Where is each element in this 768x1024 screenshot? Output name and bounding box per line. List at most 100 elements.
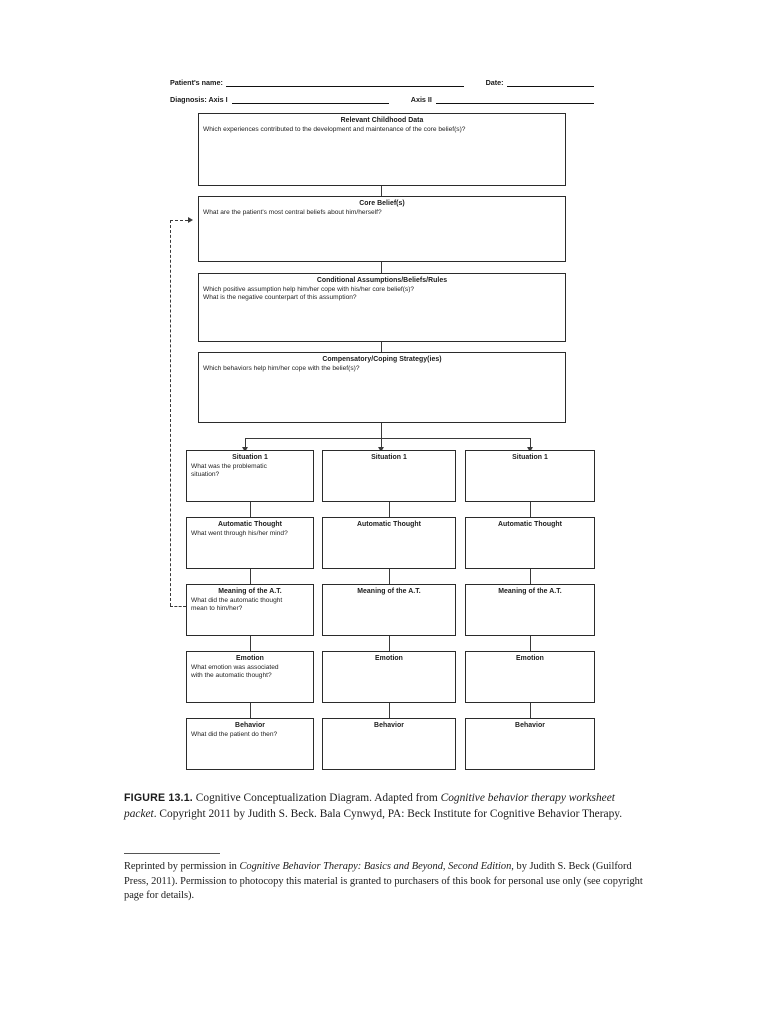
connector-automatic-thought-col1 (250, 569, 252, 584)
caption-text-1: Cognitive Conceptualization Diagram. Ada… (192, 792, 441, 804)
box-meaning-col1[interactable]: Meaning of the A.T.What did the automati… (186, 584, 314, 636)
box-emotion-col2[interactable]: Emotion (322, 651, 456, 703)
box-behavior-col2[interactable]: Behavior (322, 718, 456, 770)
box-title: Core Belief(s) (359, 200, 405, 207)
connector-meaning-col3 (530, 636, 532, 651)
box-prompt-line: What emotion was associated (191, 663, 279, 671)
arrow-down-col1-icon (242, 447, 248, 452)
patient-name-row: Patient's name: Date: (170, 77, 594, 87)
box-prompt-line: What was the problematic (191, 462, 267, 470)
footnote-text-2: , by Judith S. Beck (Guilford Press, 201… (124, 861, 643, 902)
connector-automatic-thought-col3 (530, 569, 532, 584)
connector-corebelief-to-assumptions (381, 262, 383, 273)
box-title: Situation 1 (371, 454, 407, 461)
connector-situation-col1 (250, 502, 252, 517)
box-situation-col2[interactable]: Situation 1 (322, 450, 456, 502)
footnote-divider (124, 853, 220, 855)
box-prompt: Which behaviors help him/her cope with t… (203, 364, 360, 372)
date-label: Date: (485, 78, 504, 87)
box-title: Conditional Assumptions/Beliefs/Rules (316, 277, 448, 284)
box-title: Behavior (374, 722, 404, 729)
patient-name-field[interactable] (225, 77, 464, 87)
box-title: Behavior (515, 722, 545, 729)
figure-caption: FIGURE 13.1. Cognitive Conceptualization… (124, 791, 646, 822)
connector-meaning-col1 (250, 636, 252, 651)
box-prompt-line: mean to him/her? (191, 604, 243, 612)
box-prompt-line: What did the patient do then? (191, 730, 278, 738)
box-compensatory-coping-strategies[interactable]: Compensatory/Coping Strategy(ies) Which … (198, 352, 566, 423)
feedback-loop-vertical (170, 220, 171, 606)
feedback-loop-bottom-segment (170, 606, 186, 607)
arrow-down-col3-icon (527, 447, 533, 452)
box-automatic-thought-col3[interactable]: Automatic Thought (465, 517, 595, 569)
box-title: Meaning of the A.T. (498, 588, 562, 595)
box-title: Emotion (375, 655, 403, 662)
box-title: Automatic Thought (497, 521, 562, 528)
feedback-loop-top-segment (170, 220, 188, 221)
box-prompt-line: What went through his/her mind? (191, 529, 288, 537)
box-automatic-thought-col2[interactable]: Automatic Thought (322, 517, 456, 569)
caption-text-2: . Copyright 2011 by Judith S. Beck. Bala… (153, 807, 623, 820)
box-behavior-col3[interactable]: Behavior (465, 718, 595, 770)
box-title: Relevant Childhood Data (340, 117, 424, 124)
date-field[interactable] (506, 77, 594, 87)
box-title: Automatic Thought (356, 521, 421, 528)
axis1-field[interactable] (231, 94, 389, 104)
diagnosis-axis1-label: Diagnosis: Axis I (170, 95, 228, 104)
footnote-text: Reprinted by permission in Cognitive Beh… (124, 860, 646, 904)
diagnosis-row: Diagnosis: Axis I Axis II (170, 94, 594, 104)
figure-number-label: FIGURE 13.1. (124, 792, 193, 804)
box-title: Emotion (236, 655, 264, 662)
connector-childhood-to-corebelief (381, 186, 383, 196)
connector-coping-trunk (381, 423, 383, 439)
footnote-italic-title: Cognitive Behavior Therapy: Basics and B… (239, 861, 512, 872)
box-title: Behavior (235, 722, 265, 729)
connector-emotion-col1 (250, 703, 252, 718)
box-prompt-line: What did the automatic thought (191, 596, 283, 604)
box-title: Situation 1 (232, 454, 268, 461)
feedback-arrow-to-core-belief-icon (188, 217, 193, 223)
box-prompt: Which experiences contributed to the dev… (203, 125, 466, 133)
connector-emotion-col3 (530, 703, 532, 718)
box-title: Automatic Thought (217, 521, 282, 528)
footnote-text-1: Reprinted by permission in (124, 861, 240, 872)
connector-meaning-col2 (389, 636, 391, 651)
box-title: Meaning of the A.T. (357, 588, 421, 595)
box-title: Meaning of the A.T. (218, 588, 282, 595)
box-prompt-line: situation? (191, 470, 220, 478)
box-emotion-col3[interactable]: Emotion (465, 651, 595, 703)
connector-branch-col1 (245, 438, 247, 448)
connector-assumptions-to-coping (381, 342, 383, 352)
connector-situation-col2 (389, 502, 391, 517)
connector-branch-col2 (381, 438, 383, 448)
box-conditional-assumptions[interactable]: Conditional Assumptions/Beliefs/Rules Wh… (198, 273, 566, 342)
arrow-down-col2-icon (378, 447, 384, 452)
connector-automatic-thought-col2 (389, 569, 391, 584)
connector-situation-col3 (530, 502, 532, 517)
box-core-beliefs[interactable]: Core Belief(s) What are the patient's mo… (198, 196, 566, 262)
patient-name-label: Patient's name: (170, 78, 223, 87)
box-relevant-childhood-data[interactable]: Relevant Childhood Data Which experience… (198, 113, 566, 186)
box-situation-col3[interactable]: Situation 1 (465, 450, 595, 502)
box-prompt: What did the patient do then? (187, 731, 313, 739)
axis2-label: Axis II (410, 95, 432, 104)
box-prompt-line: with the automatic thought? (191, 671, 272, 679)
connector-branch-bar (245, 438, 530, 440)
box-title: Situation 1 (512, 454, 548, 461)
caption-italic-title: Cognitive behavior therapy worksheet pac… (124, 792, 615, 820)
box-title: Emotion (516, 655, 544, 662)
box-meaning-col2[interactable]: Meaning of the A.T. (322, 584, 456, 636)
box-prompt: What are the patient's most central beli… (203, 208, 382, 216)
box-prompt: Which positive assumption help him/her c… (203, 285, 415, 301)
connector-branch-col3 (530, 438, 532, 448)
box-meaning-col3[interactable]: Meaning of the A.T. (465, 584, 595, 636)
axis2-field[interactable] (435, 94, 594, 104)
